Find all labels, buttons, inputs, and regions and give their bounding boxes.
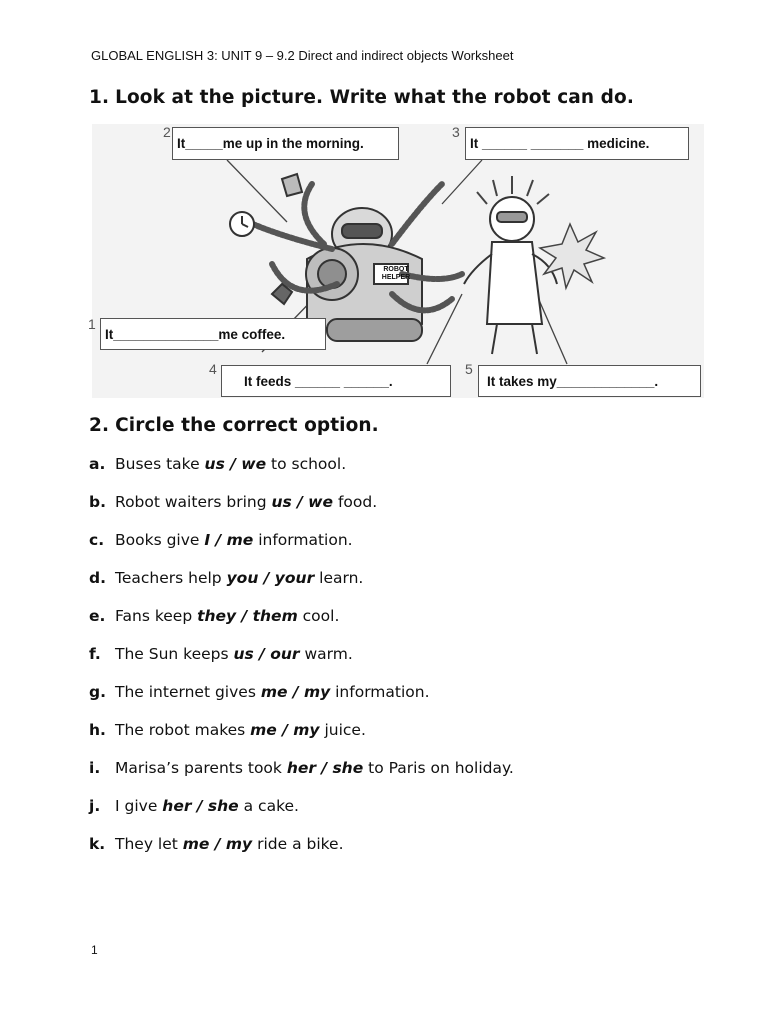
list-item: d. Teachers help you / your learn. [89,569,363,587]
item-options[interactable]: her / she [162,797,239,815]
list-item: i. Marisa’s parents took her / she to Par… [89,759,514,777]
list-item: h. The robot makes me / my juice. [89,721,366,739]
item-options[interactable]: us / we [204,455,267,473]
list-item: a. Buses take us / we to school. [89,455,346,473]
item-options[interactable]: us / our [233,645,300,663]
item-text-end: ride a bike. [252,835,344,853]
item-letter: d. [89,569,106,587]
list-item: f. The Sun keeps us / our warm. [89,645,353,663]
item-letter: a. [89,455,106,473]
item-text-end: information. [253,531,353,549]
item-text-end: learn. [314,569,364,587]
list-item: g. The internet gives me / my information… [89,683,430,701]
item-text: I give [115,797,163,815]
callout-5-text: It takes my_____________. [487,373,659,389]
item-letter: h. [89,721,106,739]
item-text-end: a cake. [238,797,299,815]
item-options[interactable]: me / my [250,721,320,739]
item-letter: b. [89,493,106,511]
callout-1-number: 1 [88,316,96,332]
item-text-end: information. [330,683,430,701]
item-text-end: to Paris on holiday. [363,759,514,777]
item-options[interactable]: her / she [286,759,364,777]
list-item: c. Books give I / me information. [89,531,353,549]
document-header: GLOBAL ENGLISH 3: UNIT 9 – 9.2 Direct an… [91,48,514,63]
item-text-end: warm. [299,645,353,663]
illustration-drawing [92,124,704,398]
callout-5-number: 5 [465,361,473,377]
section-2-text: Circle the correct option. [115,415,379,436]
item-letter: i. [89,759,101,777]
callout-2-text: It_____me up in the morning. [177,136,364,151]
item-options[interactable]: they / them [197,607,298,625]
robot-sign: ROBOT HELPER [381,266,411,281]
item-options[interactable]: me / my [182,835,253,853]
callout-3: It ______ _______ medicine. [465,127,689,160]
item-text: The robot makes [115,721,251,739]
list-item: j. I give her / she a cake. [89,797,299,815]
item-options[interactable]: me / my [260,683,331,701]
section-2-number: 2. [89,415,110,436]
page-number: 1 [91,943,98,957]
robot-illustration: ROBOT HELPER [92,124,704,398]
callout-2: It_____me up in the morning. [172,127,399,160]
item-letter: k. [89,835,106,853]
callout-4-text: It feeds ______ ______. [244,373,393,389]
callout-1-text: It______________me coffee. [105,326,286,342]
section-2-title: 2.Circle the correct option. [89,415,379,436]
item-text: Marisa’s parents took [115,759,287,777]
item-text: Books give [115,531,205,549]
item-letter: e. [89,607,106,625]
item-letter: f. [89,645,101,663]
item-text-end: to school. [266,455,347,473]
section-1-number: 1. [89,87,110,108]
callout-1: It______________me coffee. [100,318,326,350]
item-text-end: juice. [319,721,366,739]
item-text: Buses take [115,455,205,473]
item-letter: j. [89,797,101,815]
item-letter: c. [89,531,105,549]
item-options[interactable]: you / your [226,569,315,587]
list-item: b. Robot waiters bring us / we food. [89,493,377,511]
section-1-title: 1.Look at the picture. Write what the ro… [89,87,634,108]
item-text-end: food. [333,493,378,511]
item-text: They let [115,835,183,853]
section-1-text: Look at the picture. Write what the robo… [115,87,634,108]
callout-4: It feeds ______ ______. [221,365,451,397]
item-text-end: cool. [297,607,340,625]
callout-5: It takes my_____________. [478,365,701,397]
item-text: The internet gives [115,683,261,701]
item-text: Teachers help [115,569,227,587]
item-text: Robot waiters bring [115,493,272,511]
item-letter: g. [89,683,106,701]
item-text: Fans keep [115,607,198,625]
item-options[interactable]: us / we [271,493,334,511]
list-item: e. Fans keep they / them cool. [89,607,339,625]
item-options[interactable]: I / me [204,531,254,549]
callout-2-number: 2 [163,124,171,140]
list-item: k. They let me / my ride a bike. [89,835,344,853]
callout-4-number: 4 [209,361,217,377]
item-text: The Sun keeps [115,645,234,663]
callout-3-number: 3 [452,124,460,140]
callout-3-text: It ______ _______ medicine. [470,136,650,151]
